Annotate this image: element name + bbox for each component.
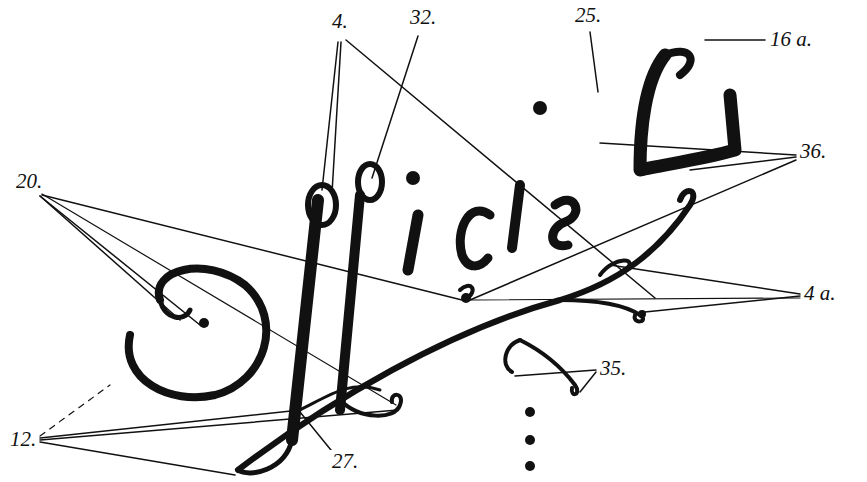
- leader-lines: [40, 32, 800, 475]
- callout-number: 25.: [573, 4, 603, 27]
- callout-number: 27.: [330, 450, 360, 473]
- callout-number: 4 a.: [802, 282, 838, 305]
- lettering-dots: [199, 101, 646, 471]
- callout-number: 35.: [598, 357, 628, 380]
- lettering-strokes: [129, 52, 735, 473]
- callout-number: 16 a.: [768, 28, 814, 51]
- callout-number: 12.: [8, 428, 38, 451]
- callout-number: 36.: [798, 140, 828, 163]
- callout-number: 20.: [14, 170, 44, 193]
- callout-number: 4.: [330, 10, 350, 33]
- callout-number: 32.: [408, 6, 438, 29]
